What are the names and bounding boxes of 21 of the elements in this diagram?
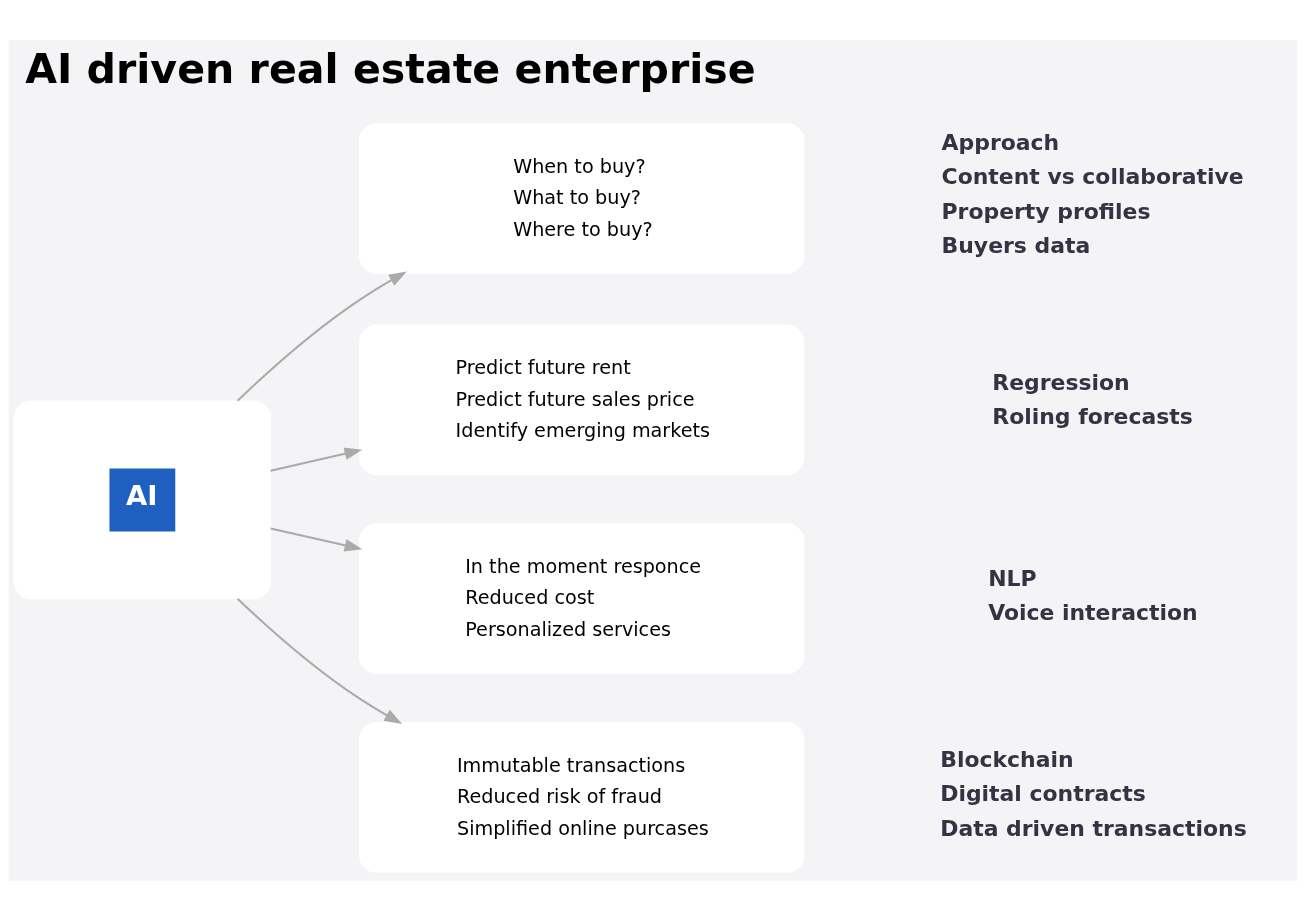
- node-label: Voice interaction: [988, 600, 1198, 626]
- node-label: Data driven transactions: [940, 815, 1247, 841]
- arrow: [270, 527, 363, 552]
- node-label: NLP: [988, 566, 1037, 591]
- node-box: Immutable transactions Reduced risk of fraud Simplified online purcases: [358, 722, 805, 873]
- arrow: [270, 447, 363, 472]
- node-label: Regression: [992, 369, 1130, 395]
- arrow: [236, 271, 407, 402]
- node-box: In the moment responce Reduced cost Personalized services: [358, 523, 805, 674]
- node-label: Approach: [941, 130, 1060, 156]
- node-box: Predict future rent Predict future sales price Identify emerging markets: [358, 324, 805, 476]
- node-label: Property profiles: [941, 198, 1151, 224]
- node-label: Roling forecasts: [992, 404, 1193, 430]
- node-box: AI: [13, 400, 272, 600]
- arrow: [236, 597, 403, 724]
- node-label: Digital contracts: [940, 781, 1146, 807]
- node-box: When to buy? What to buy? Where to buy?: [358, 122, 805, 274]
- node-label: Blockchain: [940, 746, 1074, 772]
- node-label: Content vs collaborative: [941, 164, 1244, 190]
- diagram-title: AI driven real estate enterprise: [25, 44, 756, 93]
- node-label: Buyers data: [941, 232, 1091, 258]
